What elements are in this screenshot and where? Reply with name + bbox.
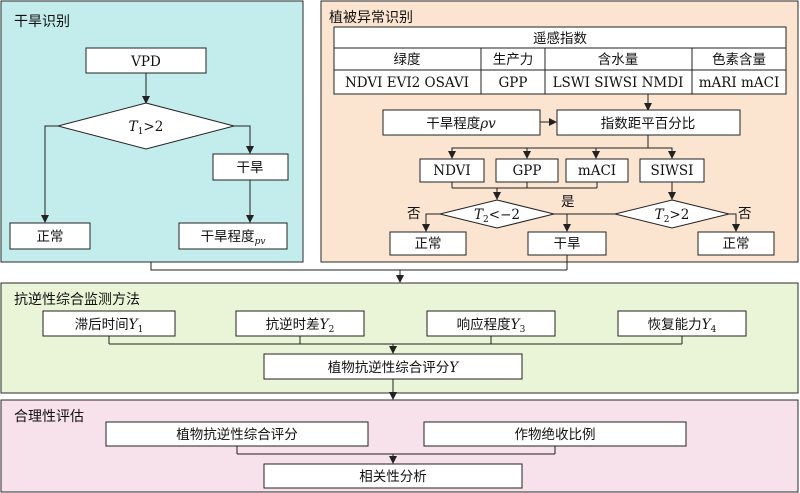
anomaly-normal-right-label: 正常 (723, 236, 750, 252)
drought-result-box (212, 153, 289, 181)
anomaly-drought-label: 干旱 (554, 236, 581, 252)
category-greenness: 绿度 (394, 52, 421, 68)
index-maci-label: mACI (578, 163, 616, 179)
resistance-time-box (235, 310, 365, 337)
label-yes: 是 (561, 194, 575, 210)
anomaly-percentage-box (556, 109, 741, 136)
normal-result-label: 正常 (37, 229, 64, 245)
drought-panel-title: 干旱识别 (14, 14, 70, 30)
correlation-box (263, 463, 523, 489)
category-water-content: 含水量 (598, 52, 639, 68)
arrow-to-siwsi (648, 147, 676, 159)
drought-degree-label: 干旱程度pv (201, 229, 266, 247)
label-no-right: 否 (738, 206, 752, 222)
correlation-label: 相关性分析 (359, 469, 427, 485)
normal-result-box (9, 222, 91, 250)
table-header: 遥感指数 (533, 30, 587, 47)
arrow-cond2-no (729, 213, 740, 232)
index-gpp-label: GPP (513, 163, 542, 179)
comprehensive-score-label: 植物抗逆性综合评分Y (328, 360, 460, 376)
arrow-cond1-no (422, 213, 440, 232)
anomaly-normal-left-label: 正常 (415, 236, 442, 252)
evaluation-panel-title: 合理性评估 (14, 409, 84, 425)
eval-score-label: 植物抗逆性综合评分 (176, 427, 298, 443)
drought-degree-rho-label: 干旱程度ρv (426, 116, 496, 132)
indices-pigment: mARI mACI (699, 75, 780, 91)
response-degree-label: 响应程度Y3 (457, 316, 526, 335)
resistance-time-label: 抗逆时差Y2 (266, 317, 335, 335)
indices-water-content: LSWI SIWSI NMDI (553, 75, 684, 91)
drought-degree-rho-box (382, 109, 541, 136)
arrow-to-drought (234, 125, 254, 154)
arrow-to-ndvi (448, 135, 649, 159)
comprehensive-score-box (263, 353, 523, 380)
lag-time-label: 滞后时间Y1 (75, 317, 144, 335)
index-siwsi-label: SIWSI (650, 163, 693, 179)
condition-t2-low-diamond (439, 199, 555, 229)
vpd-label: VPD (130, 54, 161, 70)
condition-t2-high-diamond (614, 199, 730, 229)
indices-greenness: NDVI EVI2 OSAVI (345, 75, 469, 91)
lag-time-box (42, 310, 176, 337)
label-no-left: 否 (407, 206, 421, 222)
resistance-monitoring-panel (0, 282, 799, 394)
condition-t2-high-label: T2>2 (655, 207, 690, 225)
yield-loss-box (423, 421, 687, 447)
condition-t1-diamond (56, 102, 236, 150)
anomaly-panel-title: 植被异常识别 (329, 10, 413, 26)
recovery-ability-label: 恢复能力Y4 (648, 316, 717, 335)
yield-loss-label: 作物绝收比例 (515, 427, 596, 443)
anomaly-normal-right-box (697, 231, 775, 256)
remote-sensing-table (333, 26, 787, 95)
drought-degree-box (178, 222, 288, 250)
condition-t2-low-label: T2<−2 (474, 207, 520, 225)
resistance-panel-title: 抗逆性综合监测方法 (14, 292, 140, 308)
index-ndvi-label: NDVI (433, 163, 470, 179)
indices-productivity: GPP (499, 75, 528, 91)
response-degree-box (426, 310, 556, 337)
anomaly-percentage-label: 指数距平百分比 (601, 116, 696, 132)
drought-result-label: 干旱 (237, 160, 264, 176)
category-pigment: 色素含量 (712, 51, 766, 68)
category-productivity: 生产力 (493, 52, 534, 68)
arrow-to-normal (41, 125, 58, 223)
connector-panels-to-resistance (150, 262, 567, 271)
recovery-ability-box (617, 310, 747, 337)
anomaly-normal-left-box (389, 231, 467, 256)
condition-t1-label: T1>2 (129, 119, 164, 137)
